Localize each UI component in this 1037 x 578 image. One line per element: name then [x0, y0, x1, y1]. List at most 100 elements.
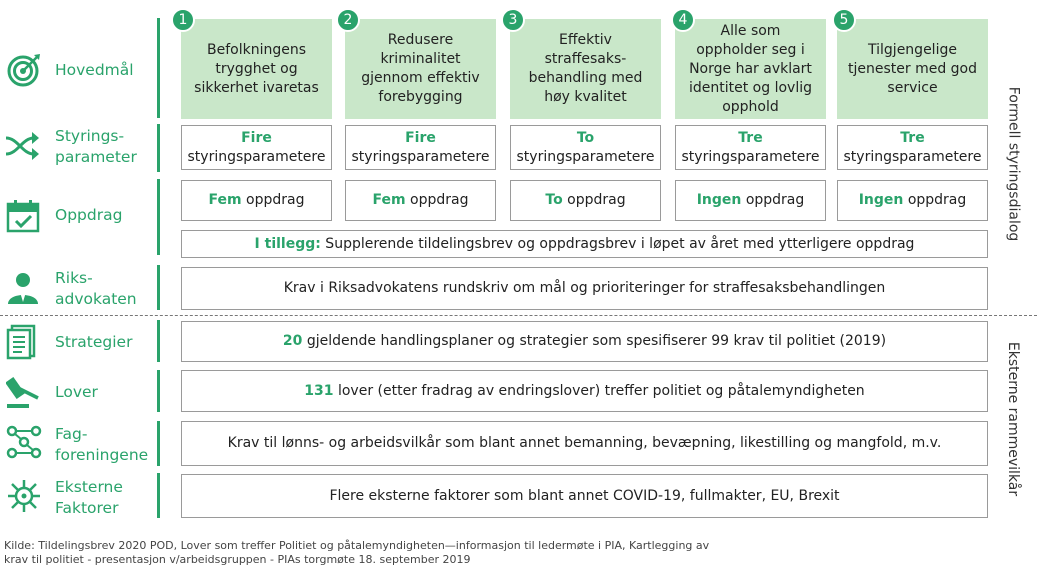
lover-count: 131 — [304, 382, 334, 399]
document-icon — [6, 324, 36, 360]
separator-line — [157, 320, 160, 362]
row-label-line: Riks- — [55, 269, 93, 287]
params-count: Fire — [241, 129, 272, 146]
fagforeningene-box: Krav til lønns- og arbeidsvilkår som bla… — [181, 421, 988, 466]
row-label-line: advokaten — [55, 290, 137, 308]
oppdrag-text: oppdrag — [405, 192, 469, 208]
params-count: To — [576, 129, 595, 146]
row-label-line: foreningene — [55, 446, 149, 464]
oppdrag-text: oppdrag — [241, 192, 305, 208]
row-label-line: Fag- — [55, 425, 88, 443]
separator-line — [157, 18, 160, 118]
goal-text: Redusere kriminalitet gjennom effektiv f… — [361, 32, 480, 105]
gavel-icon — [6, 376, 39, 408]
oppdrag-box-5: Ingen oppdrag — [837, 180, 988, 221]
oppdrag-text: oppdrag — [903, 192, 967, 208]
goal-number-badge: 3 — [501, 8, 525, 32]
riksadvokaten-text: Krav i Riksadvokatens rundskriv om mål o… — [283, 280, 886, 296]
separator-line — [157, 421, 160, 466]
oppdrag-box-2: Fem oppdrag — [345, 180, 496, 221]
separator-line — [157, 124, 160, 172]
virus-icon — [8, 480, 40, 512]
shuffle-arrows-icon — [5, 132, 39, 160]
row-label-fagforeningene: Fag- foreningene — [55, 424, 148, 466]
tillegg-label: I tillegg: — [254, 235, 321, 252]
person-icon — [8, 273, 38, 304]
separator-line — [157, 370, 160, 412]
row-label-lover: Lover — [55, 383, 98, 401]
row-label-riksadvokaten: Riks- advokaten — [55, 268, 137, 310]
oppdrag-count: To — [545, 192, 563, 208]
strategier-count: 20 — [282, 333, 303, 349]
params-text: styringsparametere — [351, 148, 490, 165]
row-label-line: parameter — [55, 148, 137, 166]
separator-line — [157, 179, 160, 255]
goal-number-badge: 5 — [832, 8, 856, 32]
params-box-3: To styringsparametere — [510, 125, 661, 170]
eksterne-faktorer-text: Flere eksterne faktorer som blant annet … — [329, 487, 840, 504]
params-count: Tre — [738, 129, 763, 146]
tillegg-box: I tillegg: Supplerende tildelingsbrev og… — [181, 230, 988, 258]
oppdrag-box-4: Ingen oppdrag — [675, 180, 826, 221]
goal-box-4: Alle som oppholder seg i Norge har avkla… — [675, 19, 826, 119]
goal-text: Befolkningens trygghet og sikkerhet ivar… — [194, 41, 319, 96]
side-label-text: Formell styringsdialog — [1005, 86, 1022, 242]
goal-box-5: Tilgjengelige tjenester med god service — [837, 19, 988, 119]
params-box-1: Fire styringsparametere — [181, 125, 332, 170]
row-label-strategier: Strategier — [55, 333, 133, 351]
goal-text: Alle som oppholder seg i Norge har avkla… — [689, 22, 812, 115]
oppdrag-text: oppdrag — [562, 192, 626, 208]
oppdrag-box-3: To oppdrag — [510, 180, 661, 221]
target-icon — [7, 54, 40, 87]
separator-line — [157, 473, 160, 518]
oppdrag-count: Fem — [208, 192, 242, 208]
lover-text: lover (etter fradrag av endringslover) t… — [333, 382, 865, 399]
oppdrag-text: oppdrag — [741, 192, 805, 208]
goal-box-2: Redusere kriminalitet gjennom effektiv f… — [345, 19, 496, 119]
calendar-check-icon — [6, 200, 40, 233]
oppdrag-count: Ingen — [696, 192, 742, 208]
row-label-eksterne-faktorer: Eksterne Faktorer — [55, 477, 123, 519]
strategier-box: 20 gjeldende handlingsplaner og strategi… — [181, 321, 988, 362]
row-label-oppdrag: Oppdrag — [55, 206, 123, 224]
params-text: styringsparametere — [187, 148, 326, 165]
eksterne-faktorer-box: Flere eksterne faktorer som blant annet … — [181, 474, 988, 518]
oppdrag-count: Fem — [372, 192, 406, 208]
goal-number-badge: 4 — [671, 8, 695, 32]
riksadvokaten-box: Krav i Riksadvokatens rundskriv om mål o… — [181, 267, 988, 310]
goal-text: Tilgjengelige tjenester med god service — [847, 41, 977, 96]
oppdrag-count: Ingen — [858, 192, 904, 208]
goal-box-3: Effektiv straffesaks-behandling med høy … — [510, 19, 661, 119]
oppdrag-box-1: Fem oppdrag — [181, 180, 332, 221]
params-box-4: Tre styringsparametere — [675, 125, 826, 170]
source-line: Kilde: Tildelingsbrev 2020 POD, Lover so… — [4, 539, 710, 552]
row-label-line: Styrings- — [55, 127, 125, 145]
goal-text: Effektiv straffesaks-behandling med høy … — [528, 32, 643, 105]
network-icon — [6, 425, 42, 459]
params-box-5: Tre styringsparametere — [837, 125, 988, 170]
side-label-formell: Formell styringsdialog — [1002, 18, 1024, 310]
tillegg-text: Supplerende tildelingsbrev og oppdragsbr… — [320, 235, 915, 252]
row-label-line: Faktorer — [55, 499, 119, 517]
goal-box-1: Befolkningens trygghet og sikkerhet ivar… — [181, 19, 332, 119]
source-line: krav til politiet - presentasjon v/arbei… — [4, 553, 471, 566]
row-label-hovedmal: Hovedmål — [55, 61, 134, 79]
goal-number-badge: 1 — [171, 8, 195, 32]
strategier-text: gjeldende handlingsplaner og strategier … — [302, 333, 887, 349]
params-box-2: Fire styringsparametere — [345, 125, 496, 170]
fagforeningene-text: Krav til lønns- og arbeidsvilkår som bla… — [227, 435, 942, 451]
section-divider — [0, 315, 1037, 316]
goal-number-badge: 2 — [336, 8, 360, 32]
row-label-styringsparameter: Styrings- parameter — [55, 126, 137, 168]
row-label-line: Eksterne — [55, 478, 123, 496]
separator-line — [157, 265, 160, 310]
params-text: styringsparametere — [681, 148, 820, 165]
params-count: Tre — [900, 129, 925, 146]
params-count: Fire — [405, 129, 436, 146]
lover-box: 131 lover (etter fradrag av endringslove… — [181, 370, 988, 412]
source-note: Kilde: Tildelingsbrev 2020 POD, Lover so… — [4, 539, 804, 567]
side-label-text: Eksterne rammevilkår — [1005, 341, 1021, 497]
params-text: styringsparametere — [516, 148, 655, 165]
side-label-eksterne: Eksterne rammevilkår — [1002, 320, 1024, 518]
params-text: styringsparametere — [843, 148, 982, 165]
